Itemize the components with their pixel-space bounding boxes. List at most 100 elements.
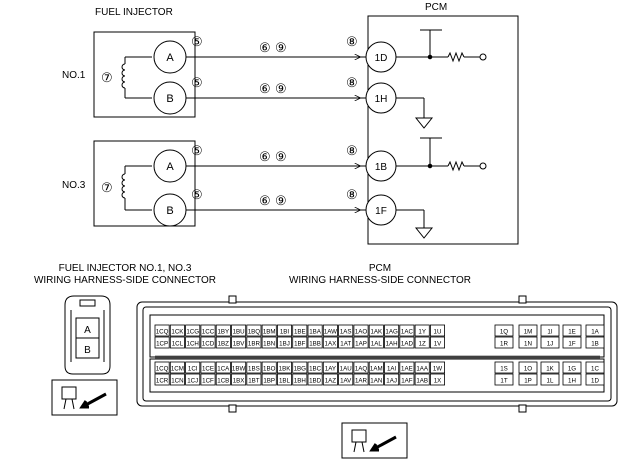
- pcm-pin-top: 1CD: [202, 341, 215, 348]
- pcm-pin-bottom-box: [399, 361, 415, 374]
- injector-no3-label: NO.3: [62, 180, 86, 191]
- pcm-pin-bottom: 1BC: [309, 366, 322, 373]
- pcm-pin-bottom-box: [246, 361, 262, 374]
- no1-terminal-a-label: A: [166, 52, 174, 64]
- pcm-pin-top: 1AS: [340, 329, 352, 336]
- pcm-pin-bottom: 1BG: [294, 366, 307, 373]
- marker-6-b3: ⑥: [259, 193, 271, 208]
- pcm-pin-bottom: 1BK: [279, 366, 292, 373]
- pcm-pin-bottom-box: [585, 373, 605, 386]
- pcm-pin-top: 1Y: [418, 329, 426, 336]
- no1-terminal-b-label: B: [166, 93, 173, 105]
- pcm-pin-bottom-box: [368, 361, 384, 374]
- pcm-pin-bottom-box: [368, 373, 384, 386]
- pcm-pin-bottom: 1AV: [340, 378, 352, 385]
- pcm-pin-top: 1BQ: [248, 329, 261, 336]
- pcm-pin-top-box: [231, 324, 247, 337]
- pcm-pin-bottom: 1G: [568, 366, 576, 373]
- pcm-pin-bottom: 1CI: [188, 366, 198, 373]
- pcm-internal-circuit-1: [396, 29, 487, 129]
- pcm-pin-bottom: 1AJ: [386, 378, 397, 385]
- pcm-pin-top-box: [414, 324, 430, 337]
- marker-9-a1: ⑨: [275, 40, 287, 55]
- pcm-pin-top-box: [494, 336, 514, 349]
- pcm-pin-bottom-box: [292, 373, 308, 386]
- pcm-pin-top-box: [276, 336, 292, 349]
- pcm-pin-top: 1R: [500, 341, 508, 348]
- marker-5-a1: ⑤: [191, 34, 203, 49]
- pcm-pin-top-box: [154, 324, 170, 337]
- marker-8-a3: ⑧: [346, 143, 358, 158]
- pcm-pin-bottom: 1T: [500, 378, 507, 385]
- pcm-pin-bottom-box: [246, 373, 262, 386]
- no3-terminal-b-label: B: [166, 205, 173, 217]
- pcm-pin-bottom: 1L: [547, 378, 554, 385]
- pcm-pin-top-box: [231, 336, 247, 349]
- coil-no3: [121, 165, 152, 211]
- pcm-terminal-1h-label: 1H: [375, 94, 388, 105]
- pcm-pin-bottom: 1S: [500, 366, 508, 373]
- pcm-pin-bottom: 1W: [433, 366, 442, 373]
- pcm-pin-top-box: [562, 324, 582, 337]
- pcm-pin-bottom: 1AF: [401, 378, 413, 385]
- pcm-pin-top-box: [585, 324, 605, 337]
- pcm-pin-top-box: [322, 336, 338, 349]
- pcm-pin-top-box: [368, 336, 384, 349]
- pcm-pin-bottom: 1BW: [232, 366, 246, 373]
- pcm-pin-top: 1CP: [156, 341, 168, 348]
- pcm-pin-bottom: 1AA: [416, 366, 429, 373]
- pcm-pin-top: 1V: [434, 341, 442, 348]
- pcm-pin-top-box: [338, 324, 354, 337]
- pcm-pin-top-box: [353, 324, 369, 337]
- pcm-pin-bottom: 1CF: [202, 378, 214, 385]
- pcm-pin-bottom-box: [494, 361, 514, 374]
- pcm-pin-bottom-box: [562, 361, 582, 374]
- pcm-pin-top-box: [200, 324, 216, 337]
- pcm-pin-bottom-box: [215, 361, 231, 374]
- pcm-pin-top: 1AC: [401, 329, 414, 336]
- pcm-pin-top: 1Q: [500, 329, 508, 336]
- pcm-pin-bottom: 1AE: [401, 366, 413, 373]
- marker-9-b3: ⑨: [275, 193, 287, 208]
- pcm-pin-bottom: 1CE: [202, 366, 214, 373]
- pcm-pin-bottom: 1AZ: [325, 378, 337, 385]
- pcm-pin-top-box: [154, 336, 170, 349]
- pcm-pin-top-box: [540, 324, 560, 337]
- pcm-pin-top-box: [200, 336, 216, 349]
- pcm-pin-top: 1AW: [324, 329, 337, 336]
- pcm-pin-top-box: [414, 336, 430, 349]
- pcm-pin-top: 1A: [591, 329, 599, 336]
- pcm-pin-top: 1N: [524, 341, 532, 348]
- pcm-pin-top-box: [429, 336, 445, 349]
- pcm-pin-bottom-box: [307, 373, 323, 386]
- pcm-pin-bottom-box: [540, 373, 560, 386]
- pcm-pin-top: 1BM: [263, 329, 276, 336]
- pcm-pin-top-box: [261, 336, 277, 349]
- pcm-pin-top-box: [276, 324, 292, 337]
- pcm-pin-bottom-box: [261, 373, 277, 386]
- pcm-pin-top: 1AK: [370, 329, 383, 336]
- pcm-pin-top-box: [169, 336, 185, 349]
- pcm-connector-caption-1: PCM: [369, 263, 391, 274]
- pcm-pin-top: 1AO: [355, 329, 368, 336]
- connector-view-icon-left: [51, 379, 118, 416]
- pcm-pin-top: 1AP: [355, 341, 367, 348]
- pcm-pin-bottom-box: [261, 361, 277, 374]
- connector-view-icon-right: [341, 422, 408, 459]
- coil-no1: [121, 56, 152, 99]
- pcm-terminal-1f-label: 1F: [375, 206, 387, 217]
- pcm-pin-top-box: [169, 324, 185, 337]
- pcm-pin-bottom: 1D: [591, 378, 599, 385]
- pcm-pin-bottom: 1AR: [355, 378, 368, 385]
- pcm-pin-bottom: 1CN: [171, 378, 183, 385]
- pcm-pin-bottom-box: [276, 361, 292, 374]
- pcm-pin-top-box: [384, 336, 400, 349]
- pcm-pin-top: 1BB: [309, 341, 321, 348]
- pcm-pin-bottom-box: [518, 361, 538, 374]
- pcm-pin-bottom: 1AQ: [355, 366, 368, 373]
- pcm-pin-top: 1AH: [386, 341, 398, 348]
- pcm-pin-bottom: 1H: [568, 378, 576, 385]
- wires: [186, 57, 366, 210]
- pcm-pin-bottom-box: [562, 373, 582, 386]
- pcm-pin-top-box: [246, 324, 262, 337]
